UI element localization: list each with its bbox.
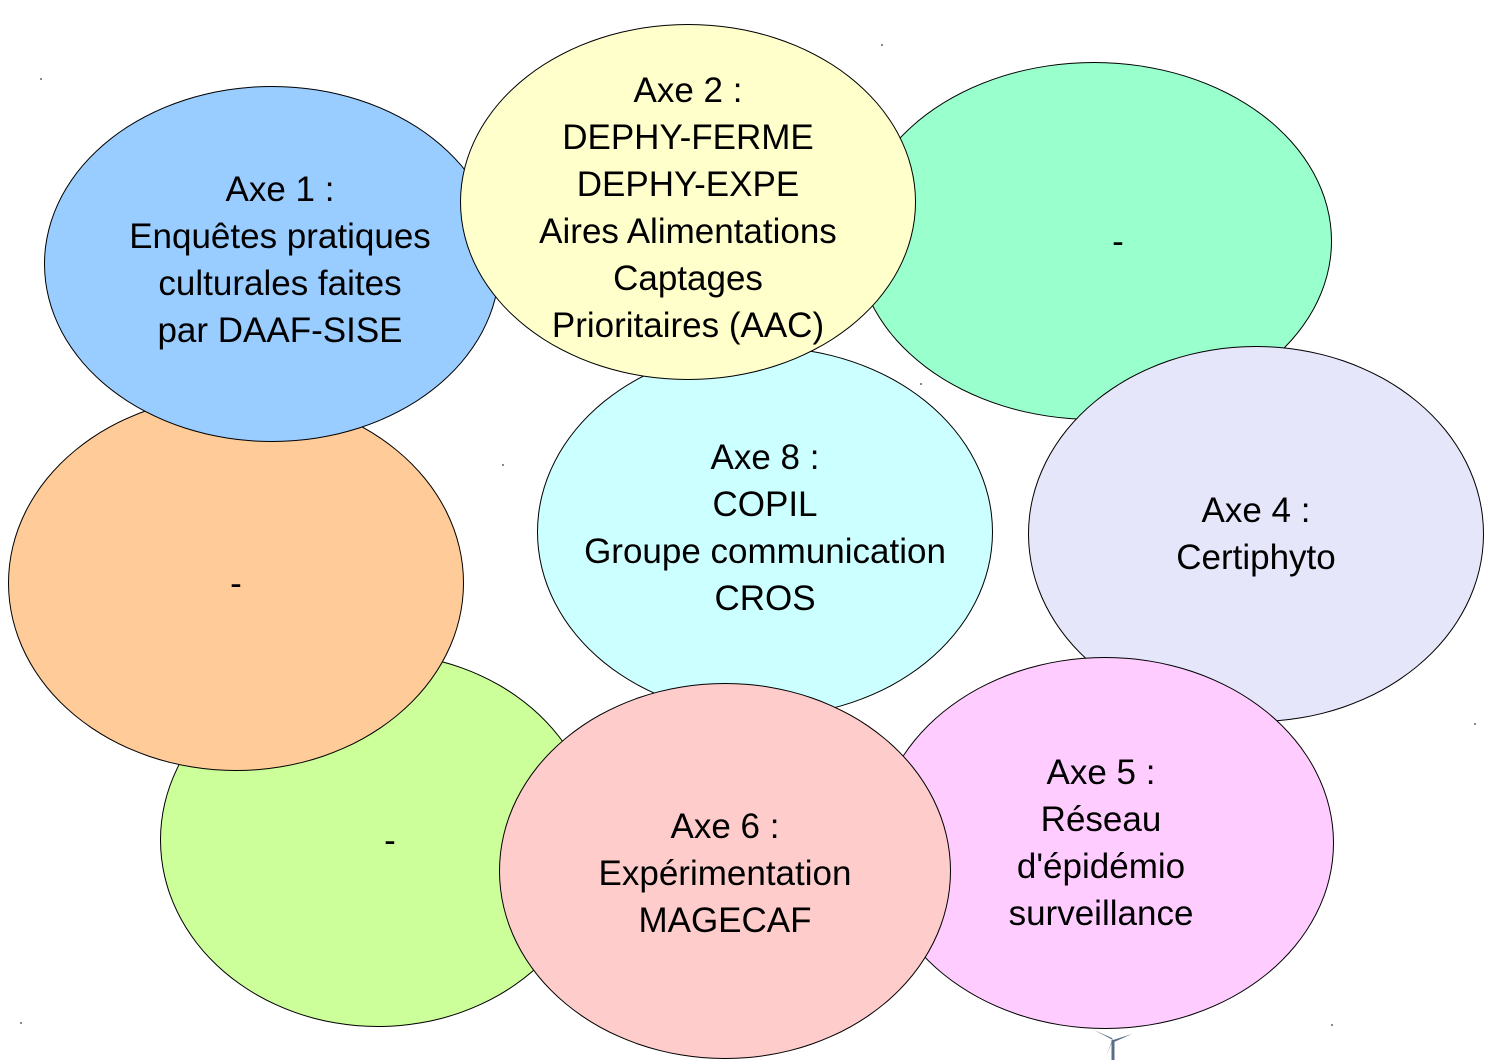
ellipse-axe-8-label: Axe 8 : COPIL Groupe communication CROS <box>584 438 946 618</box>
ellipse-axe-6: Axe 6 : Expérimentation MAGECAF <box>499 683 951 1059</box>
speck <box>1474 723 1476 725</box>
speck <box>502 464 504 466</box>
speck <box>1331 1024 1333 1026</box>
ellipse-orange-label: - <box>230 563 242 603</box>
ellipse-mint-label: - <box>1112 221 1124 261</box>
ellipse-axe-1: Axe 1 : Enquêtes pratiques culturales fa… <box>44 86 500 442</box>
ellipse-axe-8: Axe 8 : COPIL Groupe communication CROS <box>537 347 993 717</box>
ellipse-axe-6-label: Axe 6 : Expérimentation MAGECAF <box>598 806 852 940</box>
ellipse-axe-4-label: Axe 4 : Certiphyto <box>1176 491 1336 577</box>
ellipse-left-green-label: - <box>384 820 396 860</box>
ellipse-axe-2-label: Axe 2 : DEPHY-FERME DEPHY-EXPE Aires Ali… <box>539 71 837 345</box>
wind-turbine-icon <box>1094 1030 1132 1060</box>
speck <box>20 1022 22 1024</box>
ellipse-axe-1-label: Axe 1 : Enquêtes pratiques culturales fa… <box>129 170 431 350</box>
speck <box>920 383 922 385</box>
ellipse-axe-2: Axe 2 : DEPHY-FERME DEPHY-EXPE Aires Ali… <box>460 24 916 380</box>
speck <box>881 44 883 46</box>
ellipse-axe-5: Axe 5 : Réseau d'épidémio surveillance <box>876 657 1334 1029</box>
ellipse-axe-5-label: Axe 5 : Réseau d'épidémio surveillance <box>1008 753 1194 933</box>
ellipse-orange: - <box>8 395 464 771</box>
speck <box>40 78 42 80</box>
